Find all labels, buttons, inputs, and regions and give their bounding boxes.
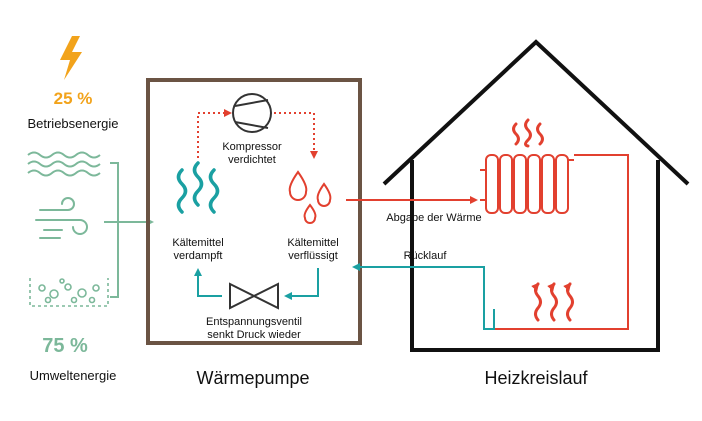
compressor-flow-arrows xyxy=(197,109,318,159)
compressor-label-1: Kompressor xyxy=(222,141,282,153)
condensation-label-2: verflüssigt xyxy=(288,250,338,262)
supply-label: Abgabe der Wärme xyxy=(386,212,481,224)
heat-pump-box xyxy=(146,78,362,345)
lightning-icon xyxy=(60,36,82,80)
evaporation-label-1: Kältemittel xyxy=(172,237,223,249)
droplets-icon xyxy=(288,170,332,224)
electric-percent: 25 % xyxy=(54,89,93,108)
heat-pump-title: Wärmepumpe xyxy=(196,368,309,388)
valve-label-2: senkt Druck wieder xyxy=(207,329,301,341)
heat-waves-icon xyxy=(512,118,544,148)
electric-label: Betriebsenergie xyxy=(27,116,118,131)
evaporation-label-2: verdampft xyxy=(174,250,223,262)
ground-icon xyxy=(29,278,109,307)
compressor-icon xyxy=(232,93,272,133)
evaporation-waves-icon xyxy=(176,161,220,214)
ambient-label: Umweltenergie xyxy=(30,368,117,383)
water-waves-icon xyxy=(27,151,101,177)
floor-heating-icon xyxy=(531,282,574,322)
return-line xyxy=(352,263,495,330)
compressor-label-2: verdichtet xyxy=(228,154,276,166)
expansion-valve-icon xyxy=(229,282,279,310)
refrigerant-return-line xyxy=(194,268,319,300)
return-label: Rücklauf xyxy=(404,250,448,262)
heating-title: Heizkreislauf xyxy=(484,368,588,388)
ambient-connector xyxy=(104,162,154,298)
house-outline xyxy=(382,39,690,352)
ambient-percent: 75 % xyxy=(42,335,88,357)
condensation-label-1: Kältemittel xyxy=(287,237,338,249)
wind-icon xyxy=(35,197,88,239)
radiator-icon xyxy=(480,154,574,214)
valve-label-1: Entspannungsventil xyxy=(206,316,302,328)
